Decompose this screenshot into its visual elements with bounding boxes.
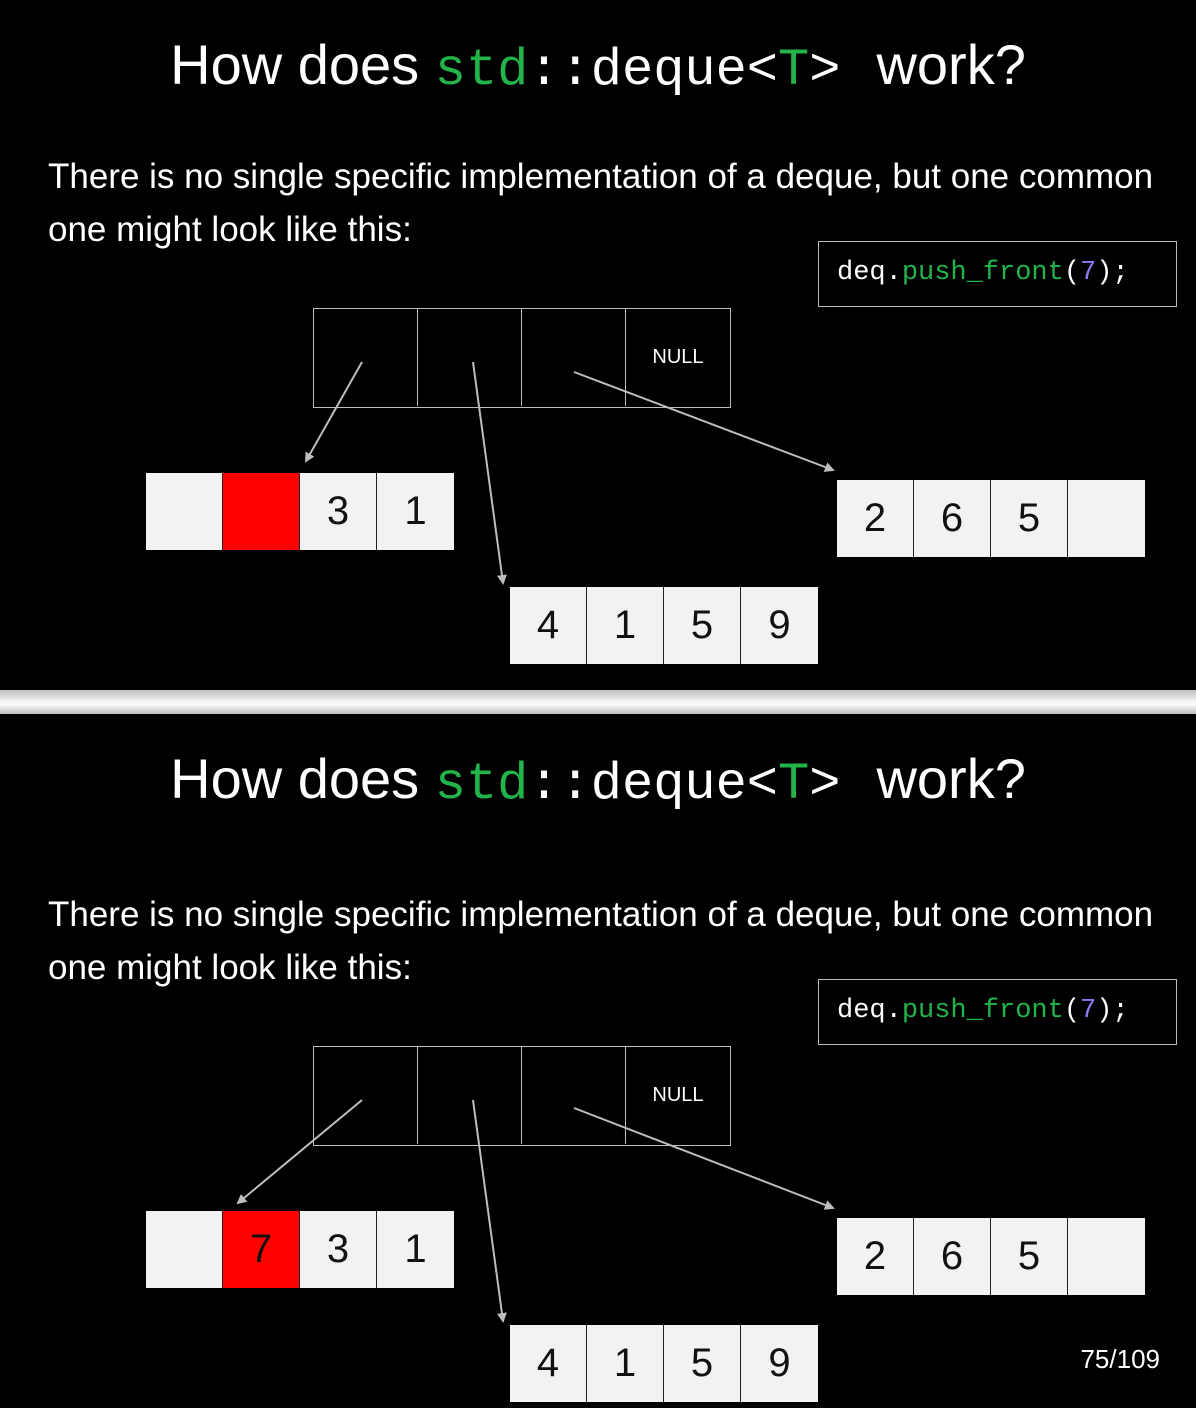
code-open-paren: (: [1063, 996, 1081, 1026]
block-cell: 1: [587, 587, 664, 664]
block-cell: 9: [741, 587, 818, 664]
code-close: );: [1096, 258, 1129, 288]
title-std: std: [434, 41, 529, 100]
block-cell: 3: [300, 473, 377, 550]
code-argument: 7: [1080, 996, 1097, 1026]
code-argument: 7: [1080, 258, 1097, 288]
block-cell: 5: [991, 1218, 1068, 1295]
block-cell: [146, 473, 223, 550]
code-object: deq.: [837, 258, 902, 288]
block-cell: 2: [837, 480, 914, 557]
slide-before: How does std::deque<T> work? There is no …: [0, 0, 1196, 690]
block-cell: 6: [914, 1218, 991, 1295]
body-text: There is no single specific implementati…: [48, 157, 1154, 249]
block-cell: 1: [587, 1325, 664, 1402]
title-scope: ::: [528, 41, 591, 100]
block-cell: 5: [664, 1325, 741, 1402]
block-cell: 9: [741, 1325, 818, 1402]
code-snippet: deq.push_front(7);: [818, 979, 1177, 1045]
slide-title: How does std::deque<T> work?: [0, 30, 1196, 106]
map-cell-null: NULL: [652, 1084, 704, 1106]
block-1: 4 1 5 9: [510, 587, 818, 664]
block-cell: 3: [300, 1211, 377, 1288]
title-text: How does: [170, 33, 420, 96]
block-2: 2 6 5: [837, 1218, 1145, 1295]
block-cell: 1: [377, 473, 454, 550]
block-cell: 1: [377, 1211, 454, 1288]
block-1: 4 1 5 9: [510, 1325, 818, 1402]
block-cell: [1068, 480, 1145, 557]
pointer-map: NULL: [313, 308, 731, 408]
code-open-paren: (: [1063, 258, 1081, 288]
block-cell: 4: [510, 1325, 587, 1402]
code-snippet: deq.push_front(7);: [818, 241, 1177, 307]
slide-title: How does std::deque<T> work?: [0, 744, 1196, 820]
code-close: );: [1096, 996, 1129, 1026]
block-cell: [146, 1211, 223, 1288]
title-tail: work?: [876, 33, 1026, 96]
block-cell: 6: [914, 480, 991, 557]
map-cell: [418, 1047, 522, 1144]
slide-after: How does std::deque<T> work? There is no …: [0, 714, 1196, 1408]
block-0: 3 1: [146, 473, 454, 550]
block-cell: 4: [510, 587, 587, 664]
block-cell: [1068, 1218, 1145, 1295]
block-cell: 2: [837, 1218, 914, 1295]
body-text: There is no single specific implementati…: [48, 895, 1154, 987]
title-text: How does: [170, 747, 420, 810]
block-0: 7 3 1: [146, 1211, 454, 1288]
map-cell: [522, 309, 626, 406]
pointer-map: NULL: [313, 1046, 731, 1146]
code-method: push_front: [901, 996, 1064, 1026]
block-cell: 5: [664, 587, 741, 664]
map-cell: [314, 1047, 418, 1144]
title-tail: work?: [876, 747, 1026, 810]
page-number: 75/109: [1080, 1344, 1160, 1374]
title-code: std::deque<T>: [435, 41, 841, 100]
block-cell-highlight: [223, 473, 300, 550]
title-close: >: [809, 41, 841, 100]
title-code: std::deque<T>: [435, 755, 841, 814]
code-object: deq.: [837, 996, 902, 1026]
title-deque: deque<: [590, 755, 779, 814]
title-scope: ::: [528, 755, 591, 814]
title-close: >: [809, 755, 841, 814]
map-cell: [522, 1047, 626, 1144]
map-cell: [314, 309, 418, 406]
map-cell-null: NULL: [652, 346, 704, 368]
code-method: push_front: [901, 258, 1064, 288]
block-2: 2 6 5: [837, 480, 1145, 557]
title-template-param: T: [778, 755, 810, 814]
title-template-param: T: [778, 41, 810, 100]
map-cell: [418, 309, 522, 406]
block-cell-highlight: 7: [223, 1211, 300, 1288]
block-cell: 5: [991, 480, 1068, 557]
title-std: std: [434, 755, 529, 814]
slide-separator: [0, 690, 1196, 714]
title-deque: deque<: [590, 41, 779, 100]
